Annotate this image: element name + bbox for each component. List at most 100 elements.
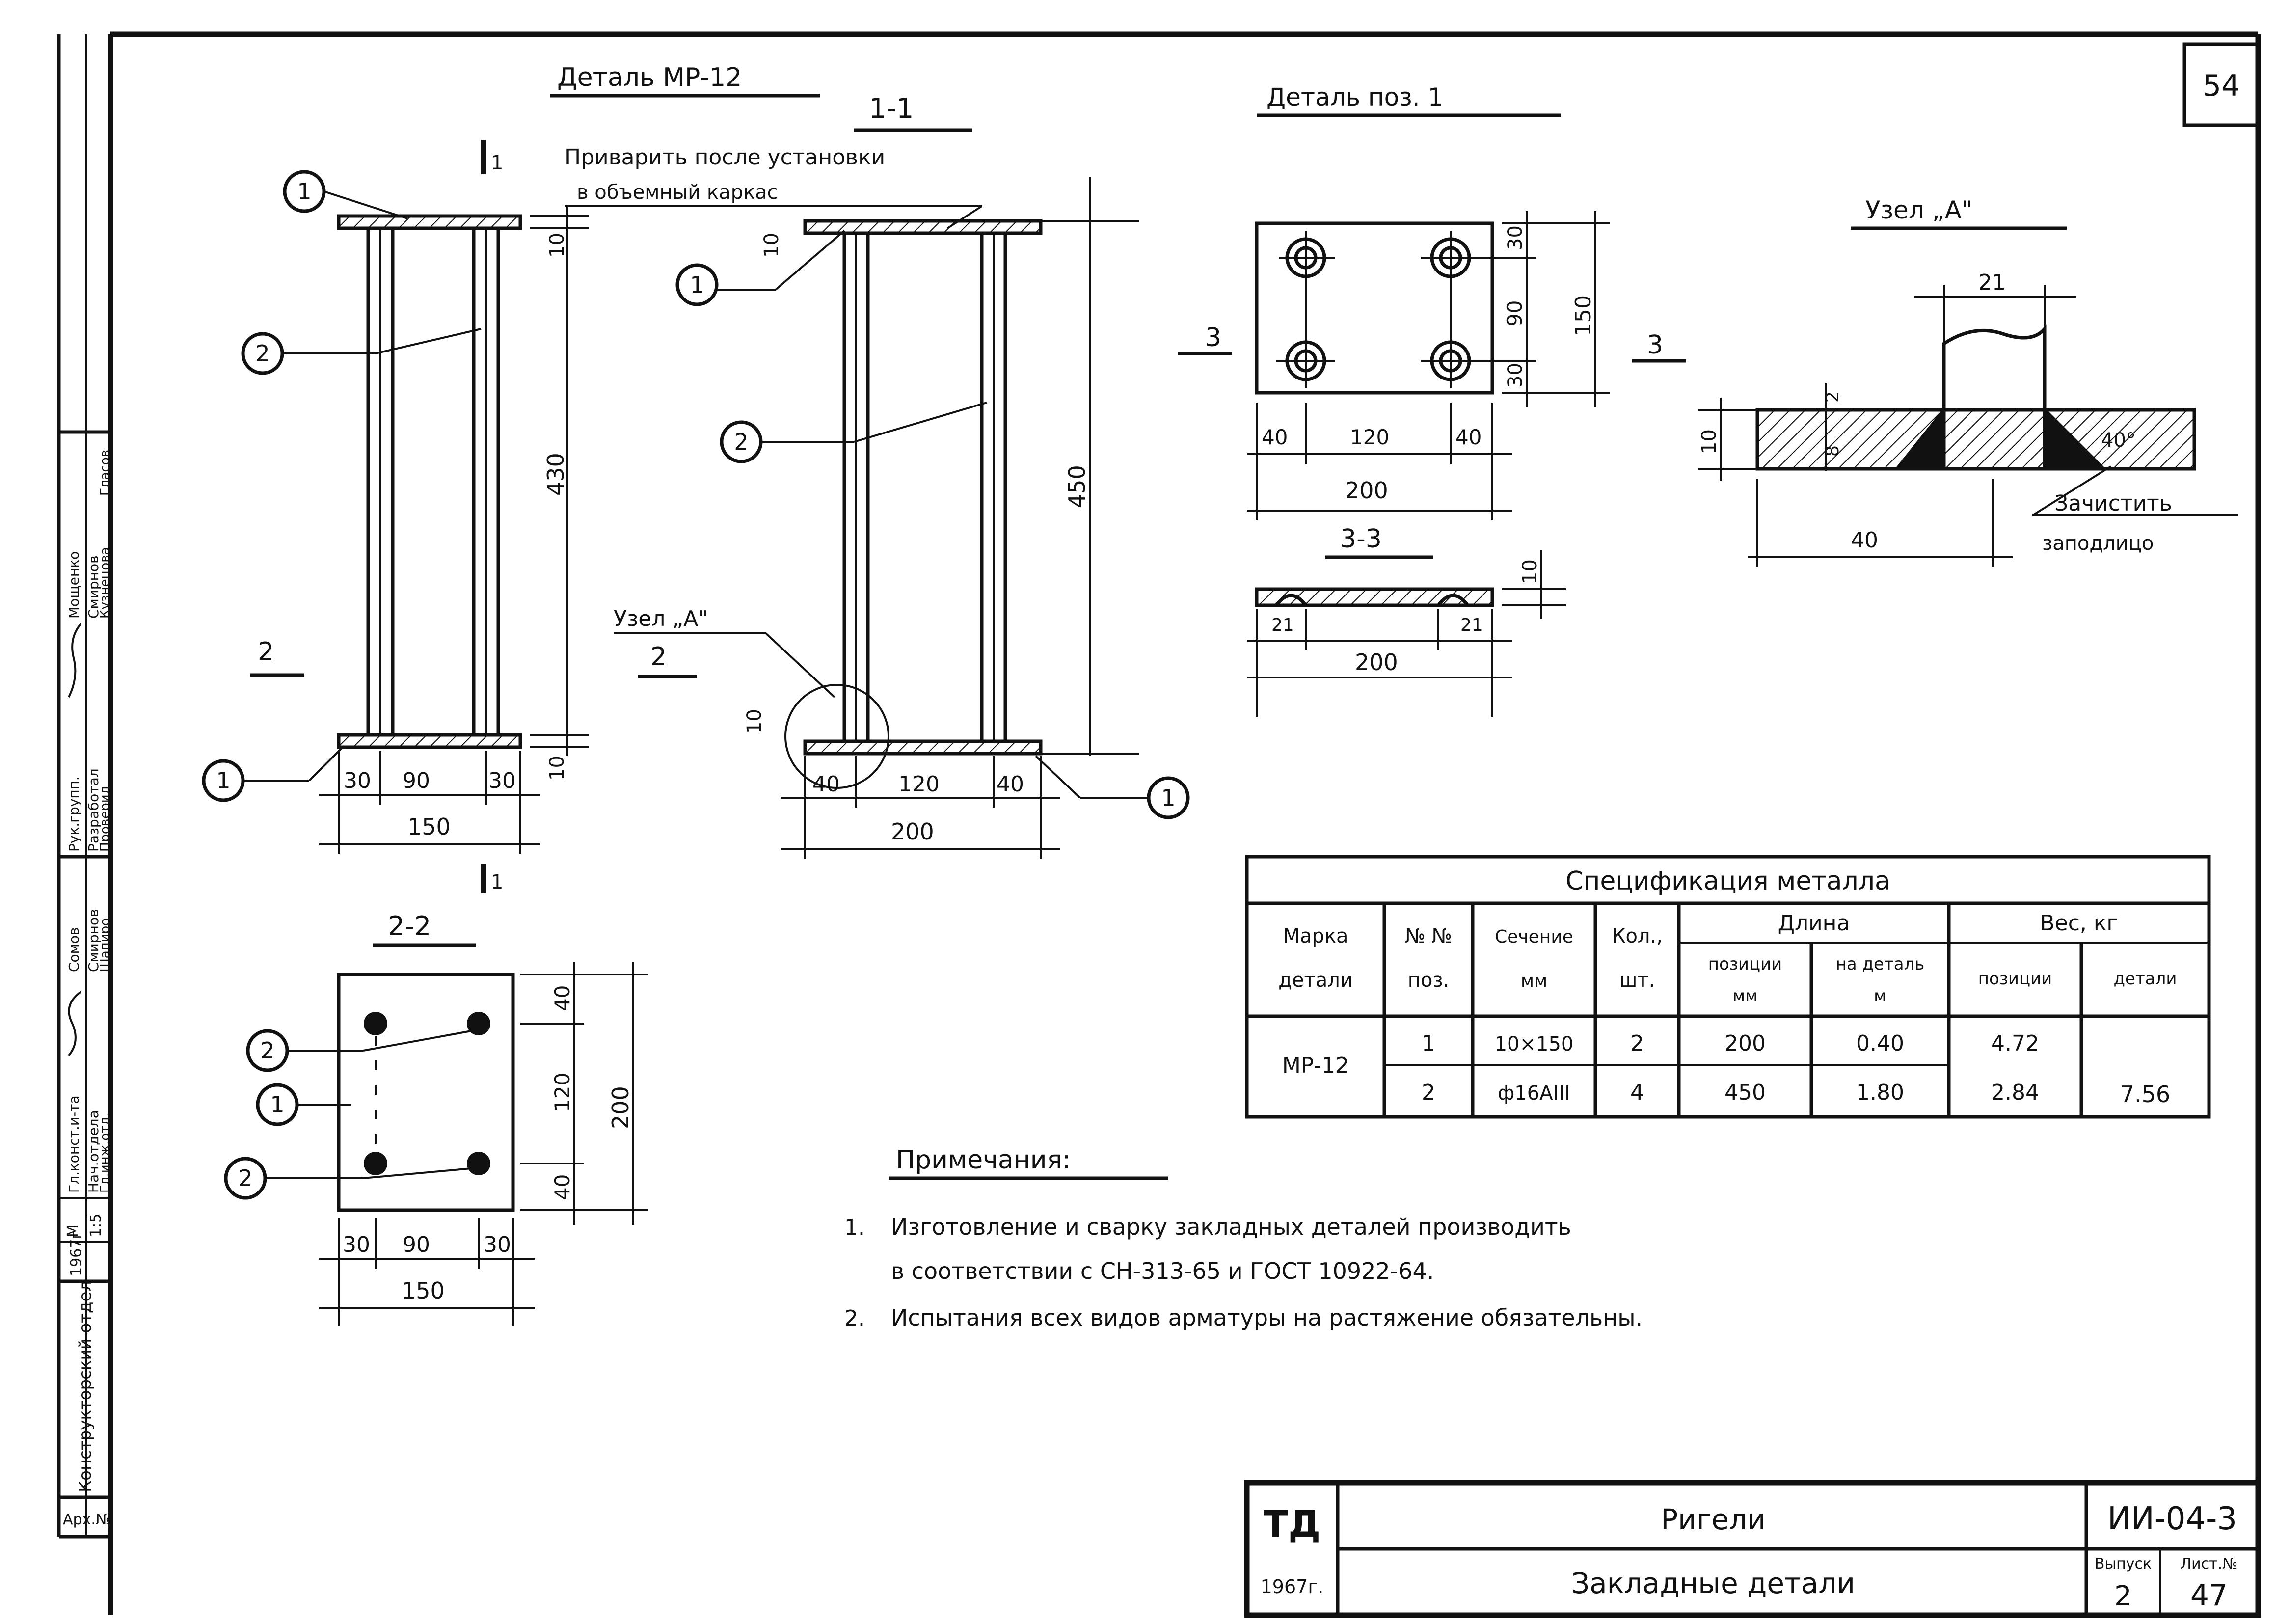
dim-s22-40-top: 40 bbox=[550, 985, 574, 1011]
spec-title: Спецификация металла bbox=[1565, 866, 1890, 896]
stamp-year: 1967г bbox=[68, 1231, 85, 1276]
spec-h-pos-1: № № bbox=[1405, 925, 1452, 947]
dim-pos1-150: 150 bbox=[1571, 295, 1596, 336]
spec-row2-len-det: 1.80 bbox=[1856, 1080, 1904, 1105]
dim-s22-40-bottom: 40 bbox=[550, 1174, 574, 1200]
page-number-box: 54 bbox=[2182, 42, 2260, 127]
dim-s11-120: 120 bbox=[898, 772, 940, 797]
clean-note-2: заподлицо bbox=[2042, 532, 2154, 555]
title-sub: Закладные детали bbox=[1571, 1567, 1855, 1600]
cut-mark-1-top: 1 bbox=[491, 152, 503, 174]
title-issue-label: Выпуск bbox=[2095, 1555, 2152, 1572]
spec-h-ves: Вес, кг bbox=[2040, 911, 2118, 936]
view-node-a: Узел „А" 21 2 8 10 40° 40 Зачистить запо… bbox=[1698, 196, 2238, 567]
weld-note-2: в объемный каркас bbox=[577, 181, 778, 204]
note-1-num: 1. bbox=[844, 1215, 865, 1240]
spec-h-sech-1: Сечение bbox=[1495, 927, 1573, 947]
stamp-scale-label: М bbox=[64, 1224, 81, 1237]
dim-s22-30-left: 30 bbox=[343, 1232, 370, 1257]
spec-row1-section: 10×150 bbox=[1495, 1033, 1574, 1056]
dim-s11-40-right: 40 bbox=[997, 772, 1024, 797]
dim-s33-200: 200 bbox=[1355, 649, 1398, 676]
view-pos1: Деталь поз. 1 3 3 30 90 30 150 bbox=[1178, 83, 1686, 520]
spec-h-dlina: Длина bbox=[1778, 911, 1850, 936]
spec-h-kol-1: Кол., bbox=[1612, 925, 1663, 947]
stamp-role-3: Гл.инж.отд. bbox=[98, 1112, 112, 1193]
section-2-2-title: 2-2 bbox=[388, 911, 431, 942]
node-ref: Узел „А" bbox=[614, 606, 708, 631]
spec-h-pos-2: поз. bbox=[1408, 969, 1450, 992]
dim-s11-450: 450 bbox=[1064, 465, 1090, 508]
note-1-line-2: в соответствии с СН-313-65 и ГОСТ 10922-… bbox=[891, 1258, 1434, 1284]
spec-row2-qty: 4 bbox=[1630, 1080, 1644, 1105]
dim-node-40: 40 bbox=[1851, 528, 1878, 553]
dim-s22-200: 200 bbox=[607, 1086, 634, 1129]
pos-title: Деталь поз. 1 bbox=[1266, 83, 1443, 111]
note-1-line-1: Изготовление и сварку закладных деталей … bbox=[891, 1214, 1571, 1240]
spec-h-ves-det: детали bbox=[2114, 969, 2177, 989]
spec-row1-pos: 1 bbox=[1422, 1031, 1435, 1056]
spec-h-dl-det-1: на деталь bbox=[1836, 954, 1925, 974]
section-3-3-title: 3-3 bbox=[1340, 524, 1382, 554]
title-issue: 2 bbox=[2114, 1580, 2132, 1612]
spec-h-dl-det-2: м bbox=[1874, 986, 1886, 1006]
spec-h-marka-1: Марка bbox=[1283, 925, 1348, 947]
stamp-arh-label: Арх.№ bbox=[63, 1511, 111, 1528]
spec-h-dl-pos-1: позиции bbox=[1708, 954, 1782, 974]
page-number: 54 bbox=[2203, 69, 2240, 103]
stamp-scale: 1:5 bbox=[87, 1214, 105, 1237]
dim-pos1-120: 120 bbox=[1350, 425, 1389, 449]
notes-title: Примечания: bbox=[896, 1145, 1071, 1175]
dim-s33-21-left: 21 bbox=[1271, 615, 1294, 635]
title-series: ИИ-04-3 bbox=[2107, 1501, 2237, 1537]
spec-table: Спецификация металла Марка детали № № по… bbox=[1245, 855, 2211, 1119]
cut-mark-2-s11: 2 bbox=[650, 642, 667, 672]
spec-row1-len-det: 0.40 bbox=[1856, 1031, 1904, 1056]
stamp-dept: Конструкторский отдел bbox=[76, 1281, 95, 1492]
spec-row2-w-pos: 2.84 bbox=[1991, 1080, 2039, 1105]
callout-s11-1: 1 bbox=[690, 271, 704, 298]
dim-s11-10-top: 10 bbox=[760, 233, 783, 258]
dim-s33-21-right: 21 bbox=[1460, 615, 1483, 635]
view-section-3-3: 3-3 10 21 21 200 bbox=[1247, 524, 1566, 717]
dim-s11-200: 200 bbox=[891, 818, 934, 845]
sheet-frame bbox=[108, 31, 2261, 1615]
stamp-name-2: Смирнов bbox=[85, 909, 102, 972]
spec-h-ves-pos: позиции bbox=[1978, 969, 2052, 989]
spec-row2-len-pos: 450 bbox=[1724, 1080, 1766, 1105]
callout-s11-1-bottom: 1 bbox=[1161, 785, 1175, 811]
cut-mark-2-left: 2 bbox=[258, 637, 274, 667]
dim-pos1-200: 200 bbox=[1345, 477, 1388, 504]
dim-front-10-bottom: 10 bbox=[546, 756, 568, 781]
spec-h-dl-pos-2: мм bbox=[1732, 986, 1757, 1006]
view-section-2-2: 2-2 2 1 2 40 120 40 200 bbox=[224, 911, 648, 1326]
stamp-extra-name: Гласов bbox=[98, 450, 112, 496]
dim-s22-150: 150 bbox=[402, 1277, 445, 1304]
spec-marka: МР-12 bbox=[1282, 1053, 1349, 1078]
spec-h-sech-2: мм bbox=[1521, 971, 1547, 991]
title-year: 1967г. bbox=[1261, 1576, 1324, 1597]
dim-s22-90: 90 bbox=[403, 1232, 430, 1257]
dim-front-10-top: 10 bbox=[546, 233, 568, 258]
callout-front-1-top: 1 bbox=[297, 178, 311, 205]
cut-mark-3-left: 3 bbox=[1205, 323, 1221, 352]
spec-row2-section: ф16АIII bbox=[1498, 1082, 1570, 1105]
dim-front-30-left: 30 bbox=[344, 768, 371, 793]
spec-h-kol-2: шт. bbox=[1619, 969, 1655, 992]
side-stamp: Конструкторский отдел Арх.№ 1967г М 1:5 … bbox=[57, 34, 112, 1539]
section-1-1-title: 1-1 bbox=[869, 93, 914, 125]
dim-pos1-30-top: 30 bbox=[1504, 225, 1527, 250]
title-sheet-no: 47 bbox=[2190, 1578, 2228, 1613]
callout-front-2: 2 bbox=[255, 340, 269, 367]
stamp-role-6: Проверил bbox=[98, 786, 112, 852]
callout-s22-1: 1 bbox=[270, 1091, 284, 1118]
stamp-name-5: Смирнов bbox=[85, 555, 102, 619]
detail-title: Деталь МР-12 bbox=[557, 63, 742, 92]
stamp-role-2: Нач.отдела bbox=[85, 1110, 102, 1193]
spec-h-marka-2: детали bbox=[1278, 969, 1353, 992]
spec-row1-w-pos: 4.72 bbox=[1991, 1031, 2039, 1056]
bolt-holes bbox=[1285, 237, 1471, 381]
view-section-1-1: 1-1 Приварить после установки в объемный… bbox=[565, 93, 1190, 859]
view-front: Деталь МР-12 1 1 2 1 2 1 10 430 10 bbox=[202, 63, 820, 893]
